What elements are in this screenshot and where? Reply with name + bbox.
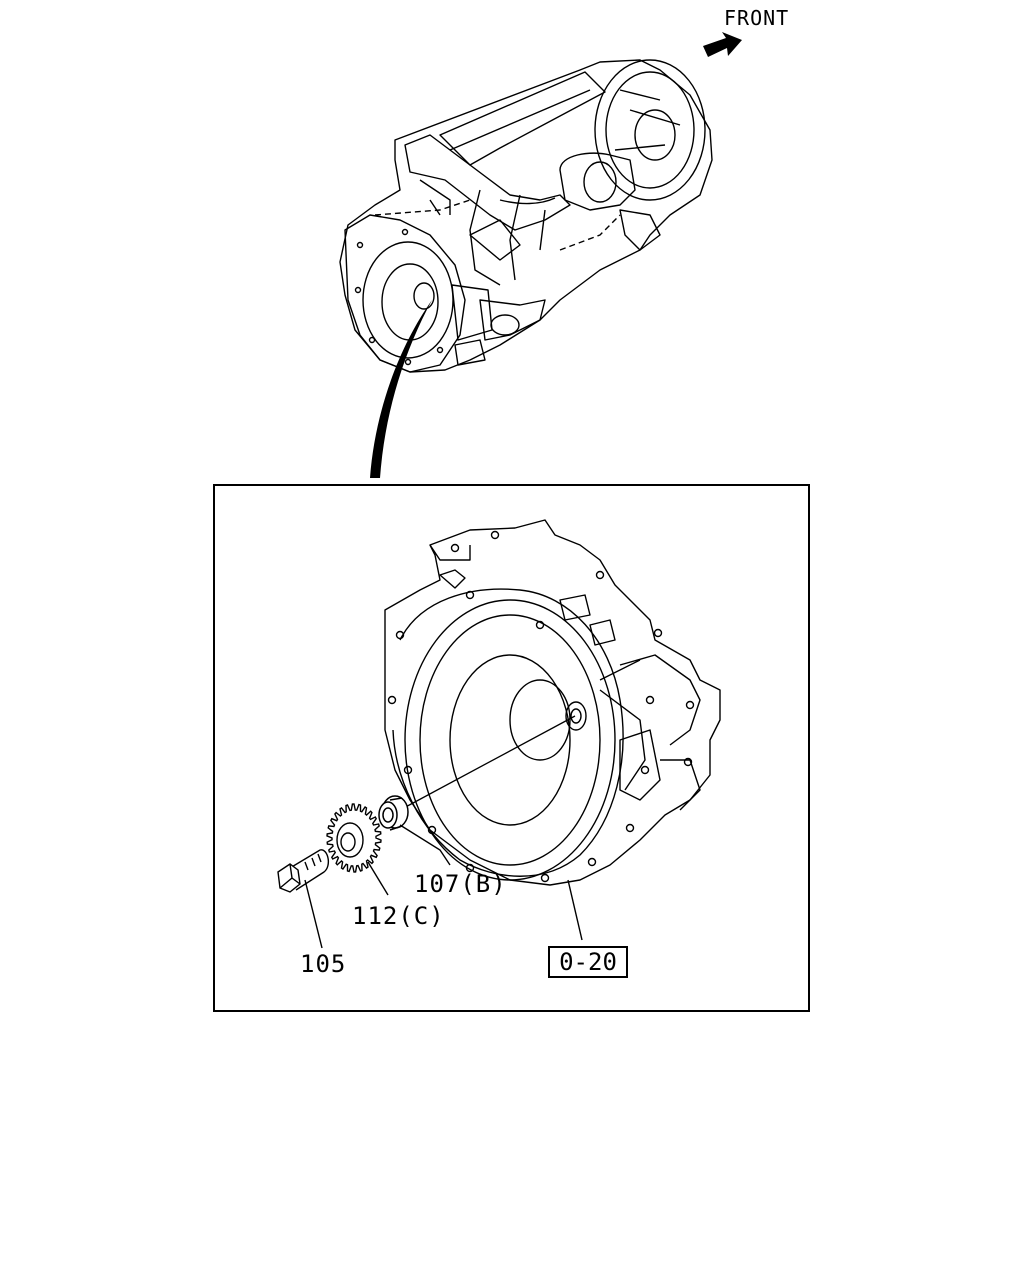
detail-frame: [213, 484, 810, 1012]
callout-107b: 107(B): [414, 870, 507, 898]
bushing: [378, 795, 409, 831]
flywheel-housing: [384, 519, 721, 886]
front-label: FRONT: [724, 6, 790, 30]
front-arrow-icon: [703, 32, 742, 57]
callout-leaders: [304, 824, 583, 949]
idler-gear: [326, 803, 382, 873]
callout-112c: 112(C): [352, 902, 445, 930]
assembly-axis: [399, 715, 576, 811]
detail-leader: [370, 300, 432, 478]
engine-assembly: [339, 59, 713, 373]
callout-0-20: 0-20: [548, 946, 628, 978]
callout-105: 105: [300, 950, 347, 978]
bolt: [277, 849, 330, 893]
